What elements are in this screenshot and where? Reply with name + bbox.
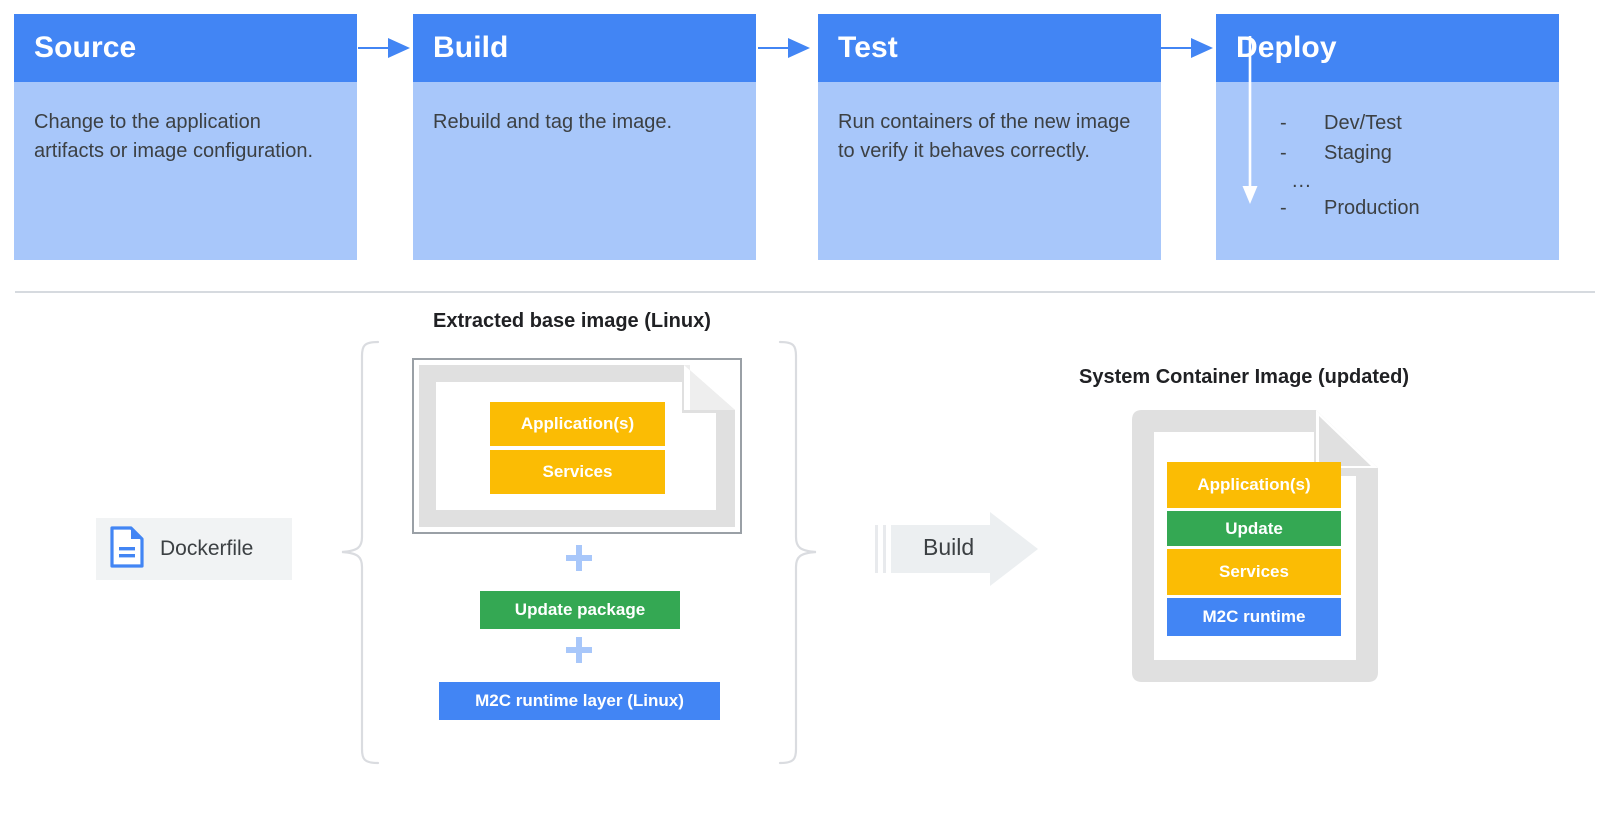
base-layer-services: Services xyxy=(490,450,665,494)
deploy-list-item: - Production xyxy=(1280,193,1530,223)
deploy-env-label: Dev/Test xyxy=(1324,112,1402,134)
deploy-bullet: - xyxy=(1280,142,1287,165)
output-layer-update: Update xyxy=(1167,511,1341,546)
deploy-list-ellipsis: ... xyxy=(1280,169,1530,193)
stage-header-deploy: Deploy xyxy=(1216,14,1559,82)
image-composition-section: Extracted base image (Linux) System Cont… xyxy=(0,292,1606,822)
m2c-runtime-layer-block: M2C runtime layer (Linux) xyxy=(439,682,720,720)
section-divider xyxy=(15,291,1595,293)
dockerfile-label: Dockerfile xyxy=(160,537,254,560)
stage-description-source: Change to the application artifacts or i… xyxy=(34,111,314,162)
pipeline-stage-source[interactable]: Source Change to the application artifac… xyxy=(14,14,357,260)
update-package-block: Update package xyxy=(480,591,680,629)
deploy-environment-list: - Dev/Test - Staging ... - Production xyxy=(1216,36,1559,260)
curly-brace-left-icon xyxy=(340,340,380,765)
pipeline-stage-deploy[interactable]: Deploy - Dev/Test - Staging ... xyxy=(1216,14,1559,260)
stage-description-build: Rebuild and tag the image. xyxy=(433,111,673,133)
output-image-caption: System Container Image (updated) xyxy=(1079,366,1410,388)
stage-title-test: Test xyxy=(838,31,898,64)
stage-title-deploy: Deploy xyxy=(1236,31,1337,64)
output-layer-m2c-runtime: M2C runtime xyxy=(1167,598,1341,636)
pipeline-stage-test[interactable]: Test Run containers of the new image to … xyxy=(818,14,1161,260)
down-arrow-icon xyxy=(1239,36,1261,206)
stage-title-source: Source xyxy=(34,31,137,64)
pipeline-section: Source Change to the application artifac… xyxy=(0,0,1606,292)
deploy-list-item: - Staging xyxy=(1280,138,1530,168)
output-layer-stack: Application(s) Update Services M2C runti… xyxy=(1167,462,1341,636)
stage-header-test: Test xyxy=(818,14,1161,82)
base-layer-stack: Application(s) Services xyxy=(490,402,665,494)
base-layer-applications: Application(s) xyxy=(490,402,665,446)
file-document-icon xyxy=(110,525,144,573)
arrow-right-block-icon: Build xyxy=(875,512,1040,586)
curly-brace-right-icon xyxy=(778,340,818,765)
deploy-list: - Dev/Test - Staging ... - Production xyxy=(1280,108,1530,223)
arrow-right-icon xyxy=(758,34,812,62)
arrow-right-icon xyxy=(1161,34,1215,62)
stage-header-source: Source xyxy=(14,14,357,82)
build-arrow-label: Build xyxy=(923,534,975,560)
stage-description-test: Run containers of the new image to verif… xyxy=(838,111,1131,162)
output-layer-applications: Application(s) xyxy=(1167,462,1341,508)
output-layer-services: Services xyxy=(1167,549,1341,595)
deploy-env-label: Staging xyxy=(1324,142,1392,165)
plus-icon xyxy=(566,545,592,571)
base-image-caption: Extracted base image (Linux) xyxy=(433,310,711,332)
deploy-ellipsis-label: ... xyxy=(1292,169,1312,192)
pipeline-stage-build[interactable]: Build Rebuild and tag the image. xyxy=(413,14,756,260)
deploy-env-label: Production xyxy=(1324,196,1420,219)
arrow-right-icon xyxy=(358,34,412,62)
deploy-bullet: - xyxy=(1280,112,1287,134)
plus-icon xyxy=(566,637,592,663)
deploy-list-item: - Dev/Test xyxy=(1280,108,1530,138)
stage-title-build: Build xyxy=(433,31,509,64)
dockerfile-chip[interactable]: Dockerfile xyxy=(96,518,292,580)
deploy-bullet: - xyxy=(1280,196,1287,219)
stage-header-build: Build xyxy=(413,14,756,82)
